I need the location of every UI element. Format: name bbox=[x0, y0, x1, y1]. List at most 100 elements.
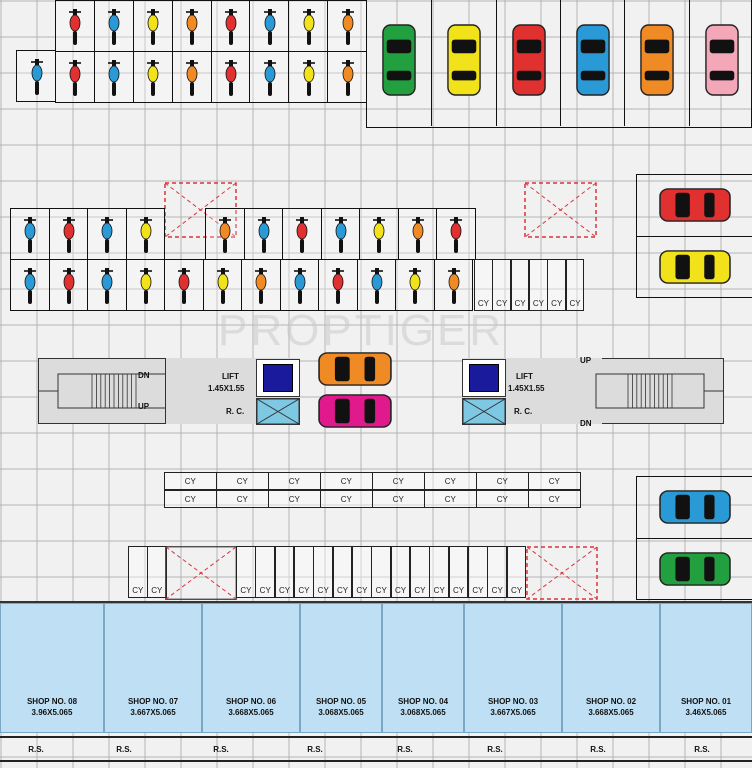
motorbike bbox=[296, 217, 309, 253]
motorbike bbox=[101, 217, 114, 253]
cycle-bay: CY bbox=[410, 546, 430, 598]
car-bay bbox=[560, 0, 624, 126]
cycle-bay: CY bbox=[429, 546, 450, 598]
cycle-bay: CY bbox=[128, 546, 148, 598]
bike-parking-mid-row2 bbox=[10, 259, 490, 311]
motorbike bbox=[373, 217, 386, 253]
cycle-bay: CY bbox=[164, 472, 217, 490]
bike-bay bbox=[282, 208, 322, 260]
bike-bay bbox=[433, 259, 473, 311]
bike-bay bbox=[359, 208, 399, 260]
car bbox=[659, 552, 731, 586]
motorbike bbox=[108, 9, 121, 45]
stair-treads-left bbox=[38, 373, 167, 409]
rs-cell: R.S. bbox=[213, 744, 229, 754]
rs-cell: R.S. bbox=[590, 744, 606, 754]
motorbike bbox=[101, 268, 114, 304]
shop-size: 3.96X5.065 bbox=[31, 708, 73, 717]
car bbox=[318, 394, 392, 428]
cycle-bay: CY bbox=[528, 490, 581, 508]
cycle-bay: CY bbox=[565, 259, 585, 311]
cycle-bay: CY bbox=[529, 259, 548, 311]
car-bay bbox=[431, 0, 495, 126]
bike-bay bbox=[164, 259, 204, 311]
bike-bay bbox=[205, 208, 245, 260]
motorbike bbox=[62, 217, 75, 253]
motorbike bbox=[216, 268, 229, 304]
stair-left-up-label: UP bbox=[138, 402, 150, 411]
bike-bay bbox=[48, 259, 88, 311]
motorbike bbox=[447, 268, 460, 304]
motorbike bbox=[69, 9, 82, 45]
refuse-chute-left bbox=[256, 398, 300, 425]
bike-bay-single bbox=[16, 50, 56, 102]
bike-bay bbox=[87, 259, 127, 311]
shop-size: 3.668X5.065 bbox=[588, 708, 634, 717]
shop-size: 3.668X5.065 bbox=[228, 708, 274, 717]
shop-number: SHOP NO. 06 bbox=[225, 697, 277, 706]
rs-cell: R.S. bbox=[307, 744, 323, 754]
motorbike bbox=[108, 60, 121, 96]
bike-bay bbox=[93, 0, 134, 52]
cycle-bay: CY bbox=[547, 259, 567, 311]
watermark: PROPTIGER bbox=[218, 306, 505, 355]
motorbike bbox=[370, 268, 383, 304]
bike-bay bbox=[356, 259, 396, 311]
car bbox=[512, 24, 546, 96]
bike-bay bbox=[132, 51, 173, 103]
car-bay bbox=[688, 0, 752, 126]
motorbike bbox=[293, 268, 306, 304]
shop-size: 3.667X5.065 bbox=[130, 708, 176, 717]
bike-bay bbox=[55, 51, 95, 103]
cycle-bay: CY bbox=[255, 546, 276, 598]
motorbike bbox=[24, 217, 37, 253]
car bbox=[447, 24, 482, 96]
shop-number: SHOP NO. 07 bbox=[127, 697, 179, 706]
motorbike bbox=[263, 60, 276, 96]
shop-size: 3.46X5.065 bbox=[685, 708, 727, 717]
car-bay bbox=[637, 236, 752, 297]
stair-treads-right bbox=[595, 373, 724, 409]
cycle-bay: CY bbox=[268, 472, 321, 490]
motorbike bbox=[257, 217, 270, 253]
car-bay bbox=[495, 0, 560, 126]
cycle-bay: CY bbox=[528, 472, 581, 490]
cycle-bay: CY bbox=[506, 546, 527, 598]
bike-parking-block-top bbox=[55, 0, 367, 103]
cycle-bay: CY bbox=[487, 546, 508, 598]
car-bay bbox=[637, 175, 752, 236]
shop-size: 3.068X5.065 bbox=[400, 708, 446, 717]
lift-car-left-fill bbox=[263, 364, 293, 392]
car-bay bbox=[624, 0, 688, 126]
cycle-bay: CY bbox=[390, 546, 411, 598]
car-bay bbox=[367, 0, 431, 126]
refuse-chute-right bbox=[462, 398, 506, 425]
car-parking-right-bottom bbox=[636, 476, 752, 600]
car bbox=[640, 24, 675, 96]
stair-right-up-label: UP bbox=[580, 356, 592, 365]
cycle-bay: CY bbox=[476, 472, 529, 490]
lift-right-rc: R. C. bbox=[514, 407, 533, 416]
rs-cell: R.S. bbox=[487, 744, 503, 754]
bike-bay bbox=[48, 208, 88, 260]
motorbike bbox=[139, 217, 152, 253]
staircase-left bbox=[38, 358, 166, 424]
cycle-bay: CY bbox=[510, 259, 530, 311]
shop-number: SHOP NO. 02 bbox=[585, 697, 637, 706]
bike-bay bbox=[93, 51, 134, 103]
cycle-bay: CY bbox=[372, 490, 425, 508]
car bbox=[576, 24, 610, 96]
rs-row: R.S.R.S.R.S.R.S.R.S.R.S.R.S.R.S. bbox=[0, 736, 752, 762]
bike-bay bbox=[288, 51, 329, 103]
reserved-zone-2 bbox=[524, 182, 597, 238]
shop-number: SHOP NO. 01 bbox=[680, 697, 732, 706]
bike-bay bbox=[132, 0, 173, 52]
motorbike bbox=[255, 268, 268, 304]
motorbike bbox=[186, 60, 199, 96]
rs-cell: R.S. bbox=[694, 744, 710, 754]
cycle-bay: CY bbox=[164, 490, 217, 508]
